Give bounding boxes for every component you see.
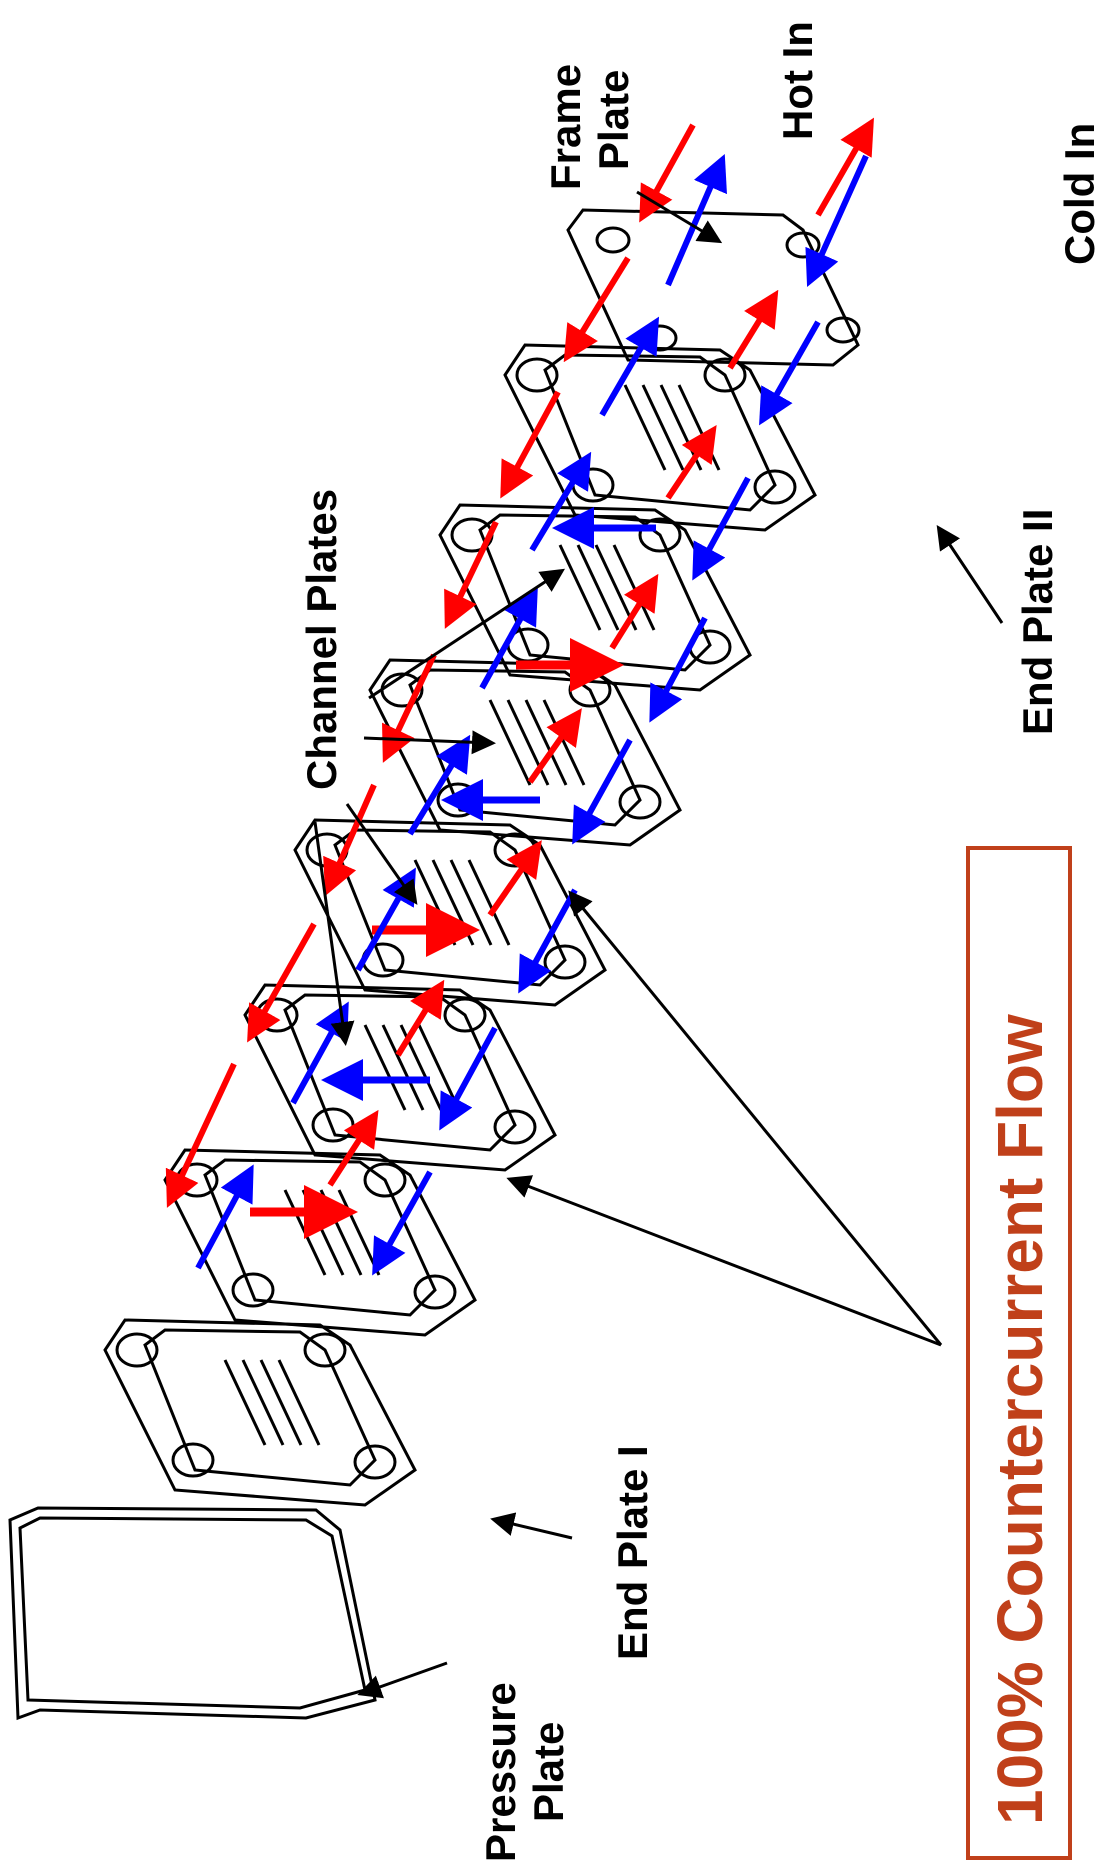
leader-lines bbox=[313, 190, 1004, 1699]
banner-text: 100% Countercurrent Flow bbox=[984, 1014, 1056, 1825]
hot-in-label: Hot In bbox=[774, 21, 821, 140]
countercurrent-banner: 100% Countercurrent Flow bbox=[966, 846, 1072, 1860]
pressure-plate-label-line1: Pressure bbox=[477, 1682, 524, 1862]
flow-arrows bbox=[165, 117, 874, 1276]
plate-3 bbox=[243, 983, 557, 1172]
pressure-plate bbox=[8, 1506, 377, 1721]
channel-plates-label: Channel Plates bbox=[298, 489, 345, 790]
cold-in-label: Cold In bbox=[1056, 123, 1099, 265]
end-plate-i-label: End Plate I bbox=[609, 1445, 656, 1660]
end-plate-ii-label: End Plate II bbox=[1014, 509, 1061, 735]
plate-6 bbox=[438, 503, 752, 692]
plate-stack bbox=[103, 208, 861, 1507]
plate-4 bbox=[293, 818, 607, 1007]
frame-plate-label-line1: Frame bbox=[542, 64, 589, 190]
plate-1 bbox=[103, 1318, 417, 1507]
plate-7 bbox=[503, 343, 817, 532]
pressure-plate-label-line2: Plate bbox=[525, 1722, 572, 1822]
frame-plate-label-line2: Plate bbox=[590, 70, 637, 170]
